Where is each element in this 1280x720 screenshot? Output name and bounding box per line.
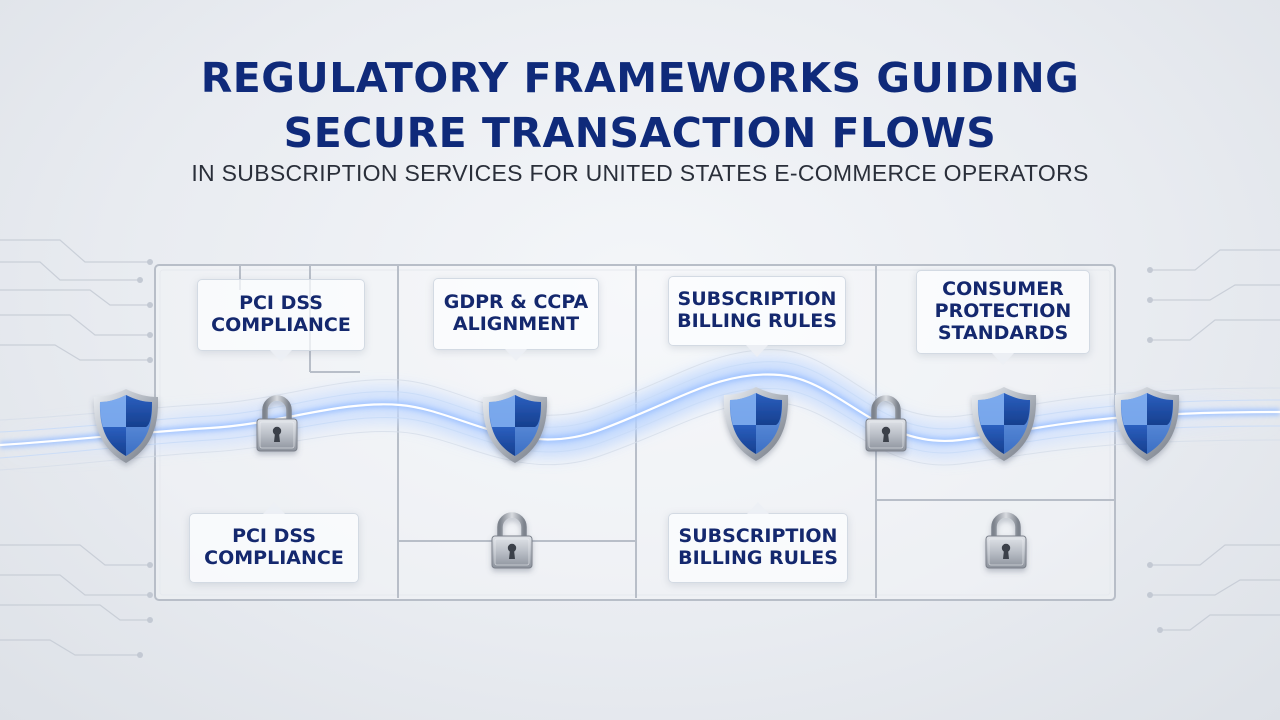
- label-text: CONSUMER PROTECTION STANDARDS: [934, 278, 1072, 344]
- label-text: SUBSCRIPTION BILLING RULES: [677, 288, 837, 332]
- shield-icons: [93, 387, 1180, 463]
- callout-pointer: [747, 502, 769, 514]
- shield-icon: [482, 389, 548, 463]
- callout-pointer: [263, 502, 285, 514]
- label-pci-dss-compliance-bottom: PCI DSS COMPLIANCE: [189, 502, 359, 583]
- circuit-dots-left: [137, 259, 153, 658]
- callout-pointer: [505, 349, 527, 361]
- label-text: GDPR & CCPA ALIGNMENT: [443, 291, 589, 335]
- callout-pointer: [270, 350, 292, 362]
- page-title-line-1: REGULATORY FRAMEWORKS GUIDING: [200, 54, 1080, 102]
- circuit-traces-left: [0, 239, 150, 656]
- label-gdpr-ccpa-alignment: GDPR & CCPA ALIGNMENT: [433, 278, 599, 361]
- shield-icon: [723, 387, 789, 461]
- circuit-traces-right: [1150, 249, 1280, 631]
- shield-icon: [93, 389, 159, 463]
- padlock-icon: [256, 395, 298, 452]
- padlock-icons: [256, 395, 1027, 569]
- padlock-icon: [985, 512, 1027, 569]
- page-subtitle: IN SUBSCRIPTION SERVICES FOR UNITED STAT…: [191, 160, 1089, 186]
- label-subscription-billing-rules-top: SUBSCRIPTION BILLING RULES: [668, 276, 846, 357]
- label-text: SUBSCRIPTION BILLING RULES: [678, 525, 838, 569]
- padlock-icon: [491, 512, 533, 569]
- label-consumer-protection-standards: CONSUMER PROTECTION STANDARDS: [916, 270, 1090, 365]
- circuit-dots-right: [1147, 267, 1163, 633]
- label-pci-dss-compliance-top: PCI DSS COMPLIANCE: [197, 279, 365, 362]
- callout-pointer: [992, 353, 1014, 365]
- label-text: PCI DSS COMPLIANCE: [211, 292, 351, 336]
- label-text: PCI DSS COMPLIANCE: [204, 525, 344, 569]
- shield-icon: [1114, 387, 1180, 461]
- callout-pointer: [746, 345, 768, 357]
- page-title-line-2: SECURE TRANSACTION FLOWS: [283, 109, 997, 157]
- padlock-icon: [865, 395, 907, 452]
- label-subscription-billing-rules-bottom: SUBSCRIPTION BILLING RULES: [668, 502, 848, 583]
- shield-icon: [971, 387, 1037, 461]
